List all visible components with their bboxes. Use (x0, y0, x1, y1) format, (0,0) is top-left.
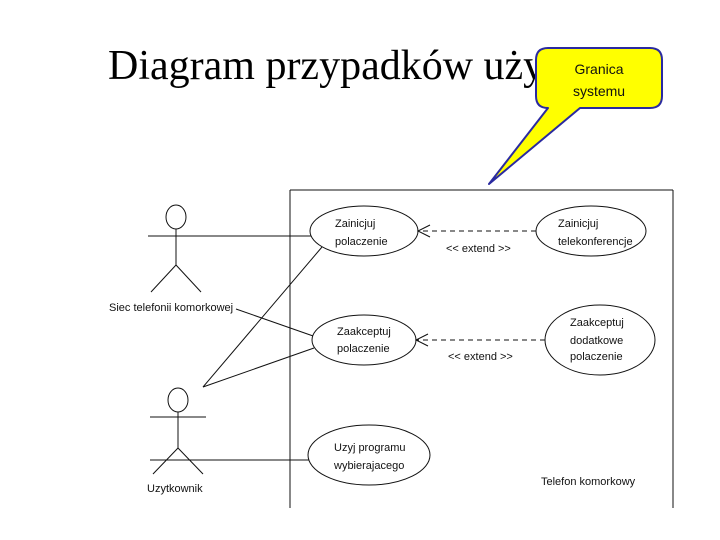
extend-label-2: << extend >> (448, 351, 513, 363)
extend-arrow-2 (414, 333, 545, 347)
use-case-initiate-conference-line2: telekonferencje (558, 236, 633, 248)
actor-user-label: Uzytkownik (147, 483, 203, 495)
use-case-initiate-conference: Zainicjuj telekonferencje (535, 205, 647, 257)
use-case-initiate-call: Zainicjuj polaczenie (309, 205, 419, 257)
use-case-initiate-call-line2: polaczenie (335, 236, 388, 248)
callout-line1: Granica (574, 61, 623, 77)
actor-network (148, 204, 205, 293)
use-case-accept-additional-call: Zaakceptuj dodatkowe polaczenie (544, 304, 656, 376)
extend-label-1: << extend >> (446, 243, 511, 255)
use-case-accept-additional-call-line2: dodatkowe (570, 335, 623, 347)
system-boundary (289, 189, 674, 508)
use-case-accept-call-line2: polaczenie (337, 343, 390, 355)
callout-line2: systemu (573, 83, 625, 99)
system-label: Telefon komorkowy (541, 476, 636, 488)
use-case-use-dialer-line1: Uzyj programu (334, 442, 406, 454)
use-case-initiate-conference-line1: Zainicjuj (558, 218, 598, 230)
system-boundary-callout: Granica systemu (488, 47, 663, 185)
actor-network-label: Siec telefonii komorkowej (109, 302, 233, 314)
actor-user (150, 387, 206, 475)
use-case-accept-additional-call-line1: Zaakceptuj (570, 317, 624, 329)
associations (148, 235, 323, 461)
use-case-initiate-call-line1: Zainicjuj (335, 218, 375, 230)
use-case-accept-call: Zaakceptuj polaczenie (311, 314, 417, 366)
use-case-use-dialer: Uzyj programu wybierajacego (307, 424, 431, 486)
extend-arrow-1 (416, 224, 536, 238)
use-case-accept-additional-call-line3: polaczenie (570, 351, 623, 363)
use-case-use-dialer-line2: wybierajacego (333, 460, 404, 472)
use-case-accept-call-line1: Zaakceptuj (337, 326, 391, 338)
slide-title: Diagram przypadków użycia (108, 43, 594, 89)
